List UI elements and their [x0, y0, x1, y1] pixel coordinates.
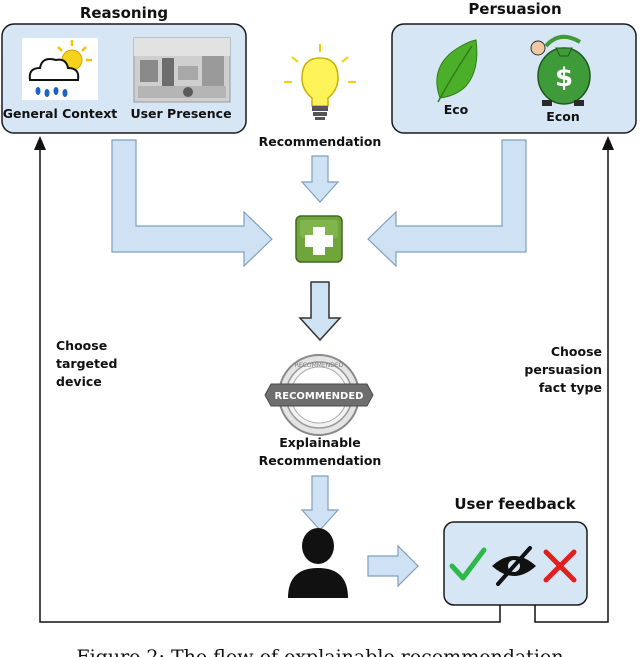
stamp-ring-text: RECOMMENDED: [295, 362, 344, 369]
right-loop-arrowhead: [602, 136, 614, 150]
right-loop-line: [534, 148, 609, 623]
general-context-label: General Context: [3, 106, 118, 121]
explainable-label-line2: Recommendation: [259, 453, 382, 468]
dollar-sign: $: [555, 63, 573, 93]
left-loop-label-line3: device: [56, 374, 102, 389]
reasoning-title: Reasoning: [80, 4, 168, 22]
figure-caption: Figure 2: The flow of explainable recomm…: [76, 646, 563, 657]
recommendation-label: Recommendation: [259, 134, 382, 149]
eye-off-icon: [492, 546, 536, 586]
arrow-combine-to-explainable: [298, 281, 342, 342]
arrow-persuasion-to-combine: [367, 139, 527, 268]
recommended-stamp-icon: RECOMMENDED RECOMMENDED: [264, 354, 374, 436]
user-icon: [288, 528, 348, 598]
left-loop-label-line1: Choose: [56, 338, 107, 353]
check-icon: [449, 547, 487, 581]
weather-icon: [22, 38, 98, 100]
lightbulb-icon: [284, 44, 356, 120]
room-photo-icon: [133, 37, 231, 103]
left-loop-arrowhead: [34, 136, 46, 150]
money-bag-icon: $: [530, 34, 591, 106]
arrow-recommendation-to-combine: [300, 155, 340, 203]
right-loop-label-line2: persuasion: [524, 362, 602, 377]
feedback-title: User feedback: [454, 495, 576, 513]
explainable-label-line1: Explainable: [279, 435, 361, 450]
eco-label: Eco: [444, 102, 469, 117]
user-presence-label: User Presence: [130, 106, 231, 121]
persuasion-panel: [391, 23, 637, 134]
right-loop-label-line1: Choose: [551, 344, 602, 359]
econ-label: Econ: [546, 109, 579, 124]
arrow-user-to-feedback: [367, 544, 419, 588]
cross-icon: [543, 549, 577, 583]
left-loop-label-line2: targeted: [56, 356, 117, 371]
arrow-explainable-to-user: [300, 475, 340, 531]
left-loop-line: [39, 148, 501, 623]
right-loop-label-line3: fact type: [539, 380, 602, 395]
plus-icon: [295, 215, 343, 263]
persuasion-title: Persuasion: [468, 0, 561, 18]
arrow-reasoning-to-combine: [111, 139, 273, 268]
stamp-text: RECOMMENDED: [275, 391, 364, 402]
leaf-icon: [436, 39, 478, 103]
